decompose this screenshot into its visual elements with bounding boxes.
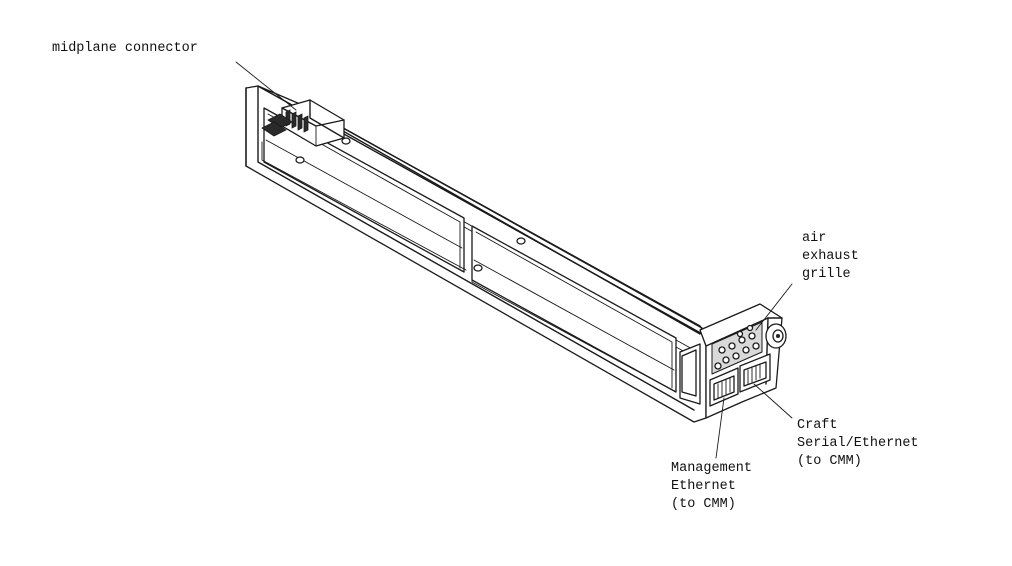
management-label-line-3: (to CMM) xyxy=(671,497,736,512)
air-exhaust-label-line-1: air xyxy=(802,231,827,246)
rj45-port-craft-icon xyxy=(739,353,771,393)
management-label-line-1: Management xyxy=(671,461,753,476)
air-exhaust-label-line-2: exhaust xyxy=(802,249,859,264)
rj45-port-management-icon xyxy=(709,367,739,407)
midplane-connector-label: midplane connector xyxy=(52,41,198,56)
air-exhaust-grille-icon xyxy=(711,321,763,375)
craft-label-line-3: (to CMM) xyxy=(797,454,862,469)
thumbscrew-icon xyxy=(765,323,787,349)
rail-holes xyxy=(295,137,526,272)
management-label-line-2: Ethernet xyxy=(671,479,736,494)
craft-label-line-2: Serial/Ethernet xyxy=(797,436,919,451)
air-exhaust-label-line-3: grille xyxy=(802,267,851,282)
lower-slot xyxy=(261,141,677,393)
midplane-leader-line xyxy=(235,61,297,111)
craft-leader-line xyxy=(753,383,793,419)
air-grille-leader-line xyxy=(755,283,793,331)
midplane-connector-icon xyxy=(261,99,345,147)
craft-label-line-1: Craft xyxy=(797,418,838,433)
management-leader-line xyxy=(715,397,725,459)
